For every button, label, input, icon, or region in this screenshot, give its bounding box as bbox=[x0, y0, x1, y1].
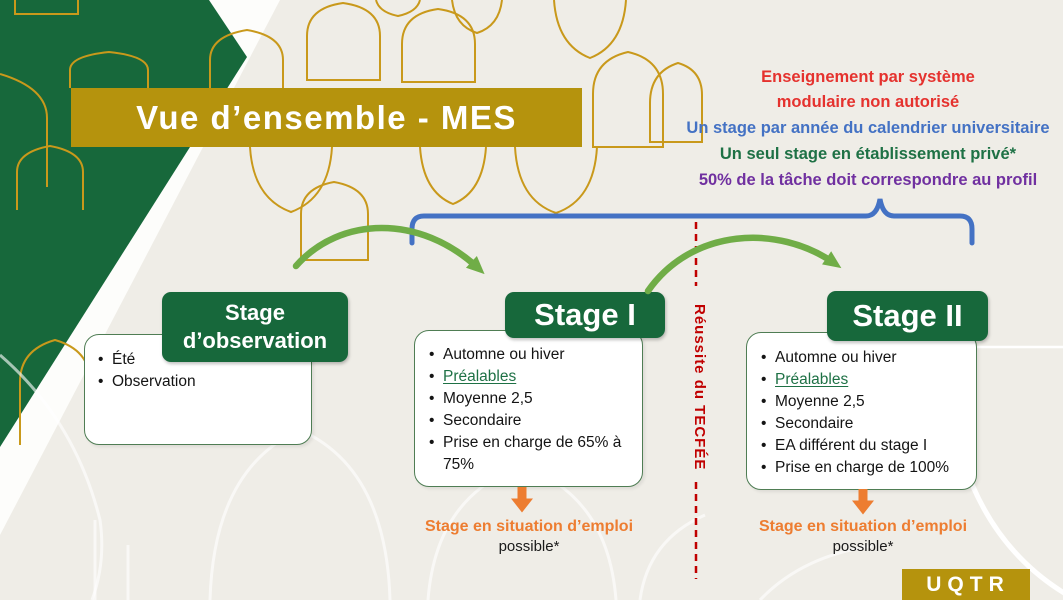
rule-modular-line1: Enseignement par système bbox=[761, 68, 975, 86]
list-item: Prise en charge de 65% à 75% bbox=[429, 432, 632, 476]
stage-observation-header: Stage d’observation bbox=[162, 292, 348, 362]
stage2-details-box: Automne ou hiver Préalables Moyenne 2,5 … bbox=[746, 332, 977, 490]
possible-line: possible* bbox=[832, 538, 894, 555]
list-item-prealables-link[interactable]: Préalables bbox=[761, 369, 966, 391]
list-item: Observation bbox=[98, 371, 301, 393]
list-item: Été bbox=[98, 349, 301, 371]
title-banner: Vue d’ensemble - MES bbox=[71, 88, 582, 147]
stage1-details-box: Automne ou hiver Préalables Moyenne 2,5 … bbox=[414, 330, 643, 487]
list-item: Automne ou hiver bbox=[429, 344, 632, 366]
rule-modular-line2: modulaire non autorisé bbox=[776, 93, 960, 111]
uqtr-logo: UQTR bbox=[902, 569, 1030, 600]
tecfee-divider-label: Réussite du TECFÉE bbox=[691, 303, 708, 471]
stage2-item-list: Automne ou hiver Préalables Moyenne 2,5 … bbox=[761, 347, 966, 479]
white-right-curves bbox=[960, 345, 1063, 596]
gold-arch-pattern bbox=[0, 0, 703, 445]
observation-item-list: Été Observation bbox=[98, 349, 301, 393]
list-item: EA différent du stage I bbox=[761, 435, 966, 457]
list-item: Secondaire bbox=[761, 413, 966, 435]
rule-private-school: Un seul stage en établissement privé* bbox=[719, 145, 1017, 163]
list-item: Prise en charge de 100% bbox=[761, 457, 966, 479]
stage2-header: Stage II bbox=[827, 291, 988, 341]
list-item-prealables-link[interactable]: Préalables bbox=[429, 366, 632, 388]
page-title: Vue d’ensemble - MES bbox=[136, 98, 517, 136]
employment-line: Stage en situation d’emploi bbox=[424, 518, 634, 535]
stage-observation-title-line1: Stage bbox=[225, 300, 285, 325]
list-item: Moyenne 2,5 bbox=[429, 388, 632, 410]
stage2-employment-footer: Stage en situation d’emploi possible* bbox=[743, 517, 983, 557]
list-item: Automne ou hiver bbox=[761, 347, 966, 369]
white-watermark-pattern bbox=[0, 353, 873, 600]
employment-line: Stage en situation d’emploi bbox=[758, 518, 968, 535]
stage1-item-list: Automne ou hiver Préalables Moyenne 2,5 … bbox=[429, 344, 632, 476]
stage1-title: Stage I bbox=[534, 297, 636, 332]
possible-line: possible* bbox=[498, 538, 560, 555]
list-item: Moyenne 2,5 bbox=[761, 391, 966, 413]
rule-one-stage-per-year: Un stage par année du calendrier univers… bbox=[686, 119, 1050, 137]
stage1-header: Stage I bbox=[505, 292, 665, 338]
stage2-title: Stage II bbox=[852, 298, 963, 333]
stage-observation-title-line2: d’observation bbox=[182, 328, 328, 353]
list-item: Secondaire bbox=[429, 410, 632, 432]
stage1-employment-footer: Stage en situation d’emploi possible* bbox=[409, 517, 649, 557]
uqtr-logo-text: UQTR bbox=[926, 572, 1010, 596]
rule-task-profile: 50% de la tâche doit correspondre au pro… bbox=[698, 171, 1038, 189]
